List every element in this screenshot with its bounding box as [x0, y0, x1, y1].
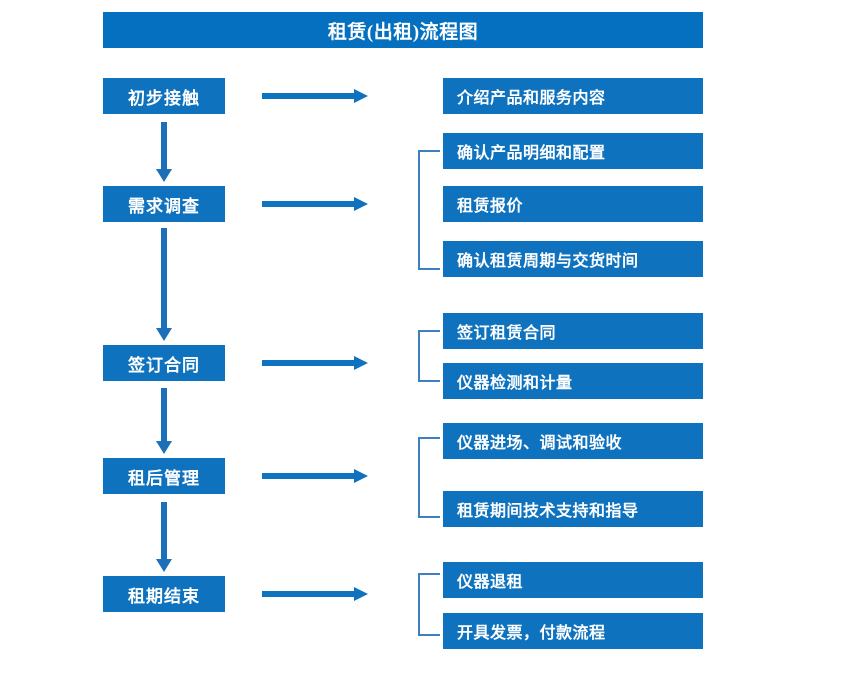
detail-box-5[interactable]: 签订租赁合同	[443, 313, 703, 349]
arrow-head	[156, 169, 172, 182]
detail-box-9[interactable]: 仪器退租	[443, 562, 703, 598]
arrow-head	[354, 587, 368, 601]
arrow-head	[354, 469, 368, 483]
arrow-shaft	[161, 122, 167, 169]
group-bracket-2	[418, 150, 440, 270]
arrow-shaft	[262, 591, 355, 597]
detail-arrow-right-4	[262, 469, 368, 483]
detail-box-2[interactable]: 确认产品明细和配置	[443, 133, 703, 169]
arrow-shaft	[262, 201, 355, 207]
detail-arrow-right-3	[262, 356, 368, 370]
arrow-head	[156, 559, 172, 572]
stage-box-1[interactable]: 初步接触	[103, 78, 225, 114]
flow-arrow-down-3	[156, 388, 172, 454]
stage-box-5[interactable]: 租期结束	[103, 576, 225, 612]
arrow-shaft	[161, 228, 167, 328]
flow-arrow-down-4	[156, 502, 172, 572]
detail-box-3[interactable]: 租赁报价	[443, 186, 703, 222]
arrow-shaft	[161, 388, 167, 441]
arrow-head	[354, 197, 368, 211]
detail-box-8[interactable]: 租赁期间技术支持和指导	[443, 491, 703, 527]
stage-box-3[interactable]: 签订合同	[103, 345, 225, 381]
detail-box-4[interactable]: 确认租赁周期与交货时间	[443, 241, 703, 277]
arrow-shaft	[262, 473, 355, 479]
detail-arrow-right-5	[262, 587, 368, 601]
detail-arrow-right-2	[262, 197, 368, 211]
detail-box-10[interactable]: 开具发票，付款流程	[443, 613, 703, 649]
detail-box-6[interactable]: 仪器检测和计量	[443, 363, 703, 399]
arrow-head	[156, 328, 172, 341]
arrow-head	[156, 441, 172, 454]
arrow-shaft	[262, 93, 355, 99]
page-title: 租赁(出租)流程图	[103, 12, 703, 48]
arrow-shaft	[262, 360, 355, 366]
stage-box-2[interactable]: 需求调查	[103, 186, 225, 222]
detail-box-7[interactable]: 仪器进场、调试和验收	[443, 423, 703, 459]
detail-arrow-right-1	[262, 89, 368, 103]
group-bracket-4	[418, 437, 440, 518]
group-bracket-5	[418, 573, 440, 636]
flow-arrow-down-1	[156, 122, 172, 182]
stage-box-4[interactable]: 租后管理	[103, 458, 225, 494]
flow-arrow-down-2	[156, 228, 172, 341]
group-bracket-3	[418, 330, 440, 382]
arrow-shaft	[161, 502, 167, 559]
arrow-head	[354, 89, 368, 103]
detail-box-1[interactable]: 介绍产品和服务内容	[443, 78, 703, 114]
arrow-head	[354, 356, 368, 370]
